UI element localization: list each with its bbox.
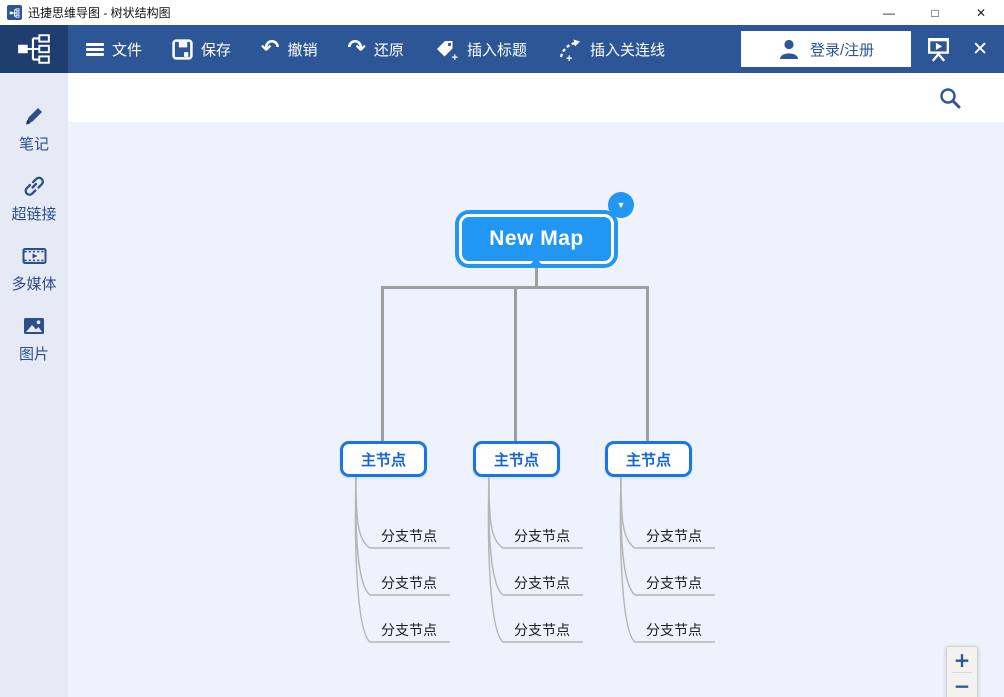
- main-node-2[interactable]: 主节点: [473, 441, 560, 477]
- insert-title-label: 插入标题: [466, 41, 527, 59]
- branch-node[interactable]: 分支节点: [381, 622, 437, 638]
- insert-relation-button[interactable]: + 插入关连线: [557, 37, 665, 62]
- sidebar-item-hyperlink[interactable]: 超链接: [0, 173, 68, 243]
- zoom-out-button[interactable]: −: [953, 673, 971, 697]
- root-node[interactable]: New Map: [455, 210, 618, 268]
- sidebar-item-notes[interactable]: 笔记: [0, 103, 68, 173]
- branch-node[interactable]: 分支节点: [514, 528, 570, 544]
- sidebar-item-multimedia[interactable]: 多媒体: [0, 243, 68, 313]
- close-window-button[interactable]: ✕: [975, 5, 987, 20]
- insert-relation-label: 插入关连线: [589, 41, 665, 59]
- top-row: 文件 保存 ↶ 撤销 ↷ 还原: [0, 25, 1004, 73]
- root-node-anchor: [528, 258, 544, 267]
- main-node-1[interactable]: 主节点: [340, 441, 427, 477]
- insert-title-button[interactable]: + 插入标题: [434, 37, 527, 62]
- app-logo-icon: [7, 5, 22, 20]
- maximize-button[interactable]: □: [931, 5, 939, 20]
- sidebar-item-label: 笔记: [18, 136, 49, 153]
- connector-root-stub: [535, 266, 538, 288]
- zoom-in-button[interactable]: +: [953, 647, 971, 672]
- user-icon: [779, 39, 798, 59]
- branch-column-3: 分支节点 分支节点 分支节点: [605, 477, 735, 652]
- sidebar-item-label: 图片: [18, 346, 49, 363]
- sidebar-logo: [0, 25, 68, 73]
- pen-icon: [26, 108, 42, 125]
- branch-node[interactable]: 分支节点: [514, 575, 570, 591]
- close-icon[interactable]: ✕: [972, 38, 988, 60]
- save-icon: [172, 38, 193, 60]
- connector-vertical-2: [514, 286, 517, 441]
- login-register-button[interactable]: 登录/注册: [741, 31, 912, 67]
- sidebar-item-label: 超链接: [11, 206, 57, 223]
- insert-relation-icon: +: [559, 39, 580, 62]
- save-label: 保存: [201, 41, 232, 59]
- svg-text:+: +: [566, 53, 572, 62]
- save-button[interactable]: 保存: [172, 38, 232, 60]
- main-toolbar: 文件 保存 ↶ 撤销 ↷ 还原: [68, 25, 1004, 73]
- insert-title-icon: +: [436, 40, 458, 62]
- menu-icon: [86, 42, 104, 56]
- branch-node[interactable]: 分支节点: [514, 622, 570, 638]
- branch-curves: [619, 477, 715, 643]
- minimize-button[interactable]: —: [883, 5, 895, 20]
- file-menu-button[interactable]: 文件: [86, 39, 142, 60]
- mindmap-logo-icon: [18, 34, 50, 64]
- main-node-3[interactable]: 主节点: [605, 441, 692, 477]
- branch-node[interactable]: 分支节点: [646, 528, 702, 544]
- zoom-panel: + −: [946, 646, 978, 697]
- branch-node[interactable]: 分支节点: [646, 575, 702, 591]
- search-icon: [940, 87, 961, 108]
- link-icon: [24, 176, 44, 196]
- window-title: 迅捷思维导图 - 树状结构图: [28, 6, 171, 20]
- redo-label: 还原: [373, 41, 404, 59]
- media-icon: [22, 248, 46, 264]
- undo-label: 撤销: [287, 41, 318, 59]
- left-sidebar: 笔记 超链接 多媒体: [0, 73, 68, 697]
- mindmap-canvas[interactable]: New Map ▼ 主节点 主节点 主节点 分支节点 分支节点 分支节点: [68, 122, 1004, 697]
- branch-curves: [487, 477, 583, 643]
- chevron-down-icon: ▼: [616, 200, 626, 210]
- canvas-header: [68, 73, 1004, 122]
- redo-button[interactable]: ↷ 还原: [347, 38, 403, 60]
- undo-icon: ↶: [261, 36, 280, 61]
- branch-node[interactable]: 分支节点: [646, 622, 702, 638]
- undo-button[interactable]: ↶ 撤销: [261, 38, 317, 60]
- connector-vertical-1: [381, 286, 384, 441]
- presentation-button[interactable]: [925, 36, 952, 63]
- branch-column-1: 分支节点 分支节点 分支节点: [340, 477, 470, 652]
- search-button[interactable]: [938, 86, 962, 110]
- file-menu-label: 文件: [112, 41, 143, 59]
- branch-column-2: 分支节点 分支节点 分支节点: [473, 477, 603, 652]
- root-collapse-badge[interactable]: ▼: [608, 192, 634, 218]
- redo-icon: ↷: [347, 36, 366, 61]
- branch-node[interactable]: 分支节点: [381, 528, 437, 544]
- presentation-icon: [928, 37, 950, 62]
- branch-curves: [354, 477, 450, 643]
- zoom-divider: [952, 672, 972, 673]
- image-icon: [24, 318, 44, 334]
- sidebar-item-image[interactable]: 图片: [0, 313, 68, 383]
- root-node-inner: New Map: [459, 214, 614, 264]
- sidebar-item-label: 多媒体: [11, 276, 57, 293]
- title-bar: 迅捷思维导图 - 树状结构图 — □ ✕: [0, 0, 1004, 25]
- svg-text:+: +: [451, 52, 457, 62]
- window-controls: — □ ✕: [866, 0, 1004, 25]
- root-node-label: New Map: [489, 227, 584, 250]
- login-register-label: 登录/注册: [809, 41, 875, 59]
- connector-vertical-3: [646, 286, 649, 441]
- branch-node[interactable]: 分支节点: [381, 575, 437, 591]
